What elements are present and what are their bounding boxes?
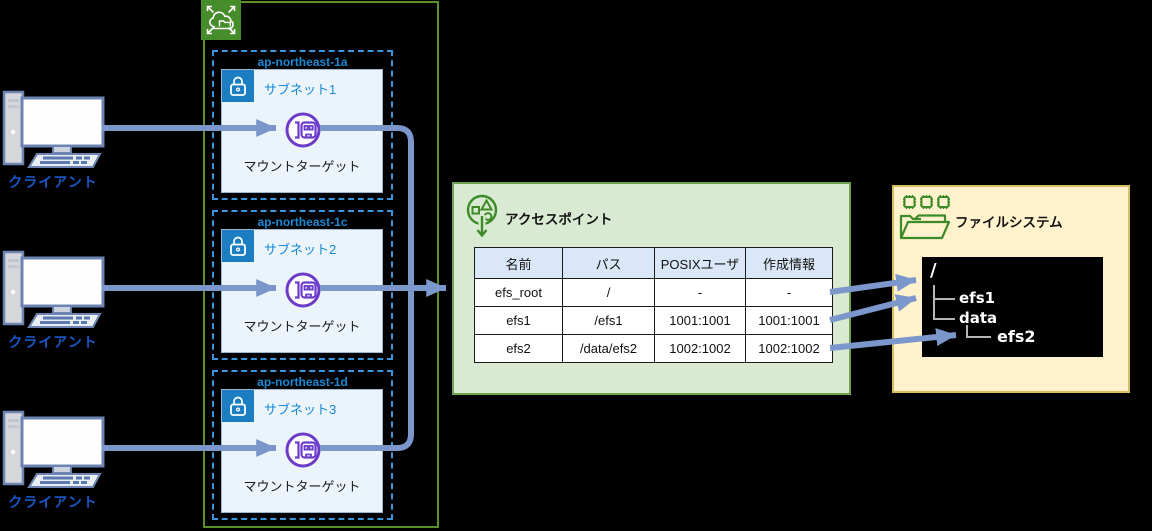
table-row-efs2: efs2 /data/efs2 1002:1002 1002:1002 — [474, 334, 833, 363]
az-label: ap-northeast-1a — [257, 55, 348, 69]
availability-zone-1d: ap-northeast-1d サブネット3 マウントターゲット — [212, 370, 393, 520]
table-cell: efs1 — [474, 306, 563, 335]
table-cell: /efs1 — [562, 306, 655, 335]
table-row-efs1: efs1 /efs1 1001:1001 1001:1001 — [474, 306, 833, 335]
table-row-efs-root: efs_root / - - — [474, 278, 833, 307]
subnet-1: サブネット1 マウントターゲット — [221, 69, 383, 193]
table-cell: efs2 — [474, 334, 563, 363]
availability-zone-1c: ap-northeast-1c サブネット2 マウントターゲット — [212, 210, 393, 360]
subnet-label: サブネット1 — [264, 82, 337, 97]
desktop-computer-icon — [2, 250, 105, 328]
file-system-title: ファイルシステム — [955, 215, 1063, 230]
tree-line — [966, 325, 968, 338]
table-cell: 1001:1001 — [745, 306, 833, 335]
access-point-box: アクセスポイント 名前 パス POSIXユーザ 作成情報 efs_root / … — [452, 182, 851, 395]
desktop-computer-icon — [2, 90, 105, 168]
mount-target-label: マウントターゲット — [243, 159, 361, 174]
desktop-computer-icon — [2, 410, 105, 488]
file-system-box: ファイルシステム / efs1 data efs2 — [892, 185, 1130, 393]
client-label: クライアント — [8, 174, 98, 190]
az-label: ap-northeast-1d — [257, 375, 348, 389]
availability-zone-1a: ap-northeast-1a サブネット1 マウントターゲット — [212, 50, 393, 200]
mount-target-icon — [285, 272, 321, 308]
mount-target-icon — [285, 112, 321, 148]
client-label: クライアント — [8, 334, 98, 350]
tree-line — [933, 298, 955, 300]
mount-target-label: マウントターゲット — [243, 479, 361, 494]
subnet-label: サブネット2 — [264, 242, 337, 257]
vpc-icon — [201, 0, 241, 40]
col-header-path: パス — [562, 247, 655, 279]
client-2: クライアント — [1, 250, 105, 350]
table-cell: - — [745, 278, 833, 307]
az-label: ap-northeast-1c — [257, 215, 348, 229]
tree-dir-data: data — [959, 309, 998, 327]
lock-icon — [222, 390, 254, 422]
col-header-name: 名前 — [474, 247, 563, 279]
file-system-icon — [899, 195, 951, 240]
col-header-creation-info: 作成情報 — [745, 247, 833, 279]
tree-root: / — [930, 260, 937, 281]
table-cell: /data/efs2 — [562, 334, 655, 363]
table-cell: 1001:1001 — [654, 306, 746, 335]
mount-target-icon — [285, 432, 321, 468]
table-cell: 1002:1002 — [745, 334, 833, 363]
access-point-table: 名前 パス POSIXユーザ 作成情報 efs_root / - - efs1 … — [474, 247, 833, 363]
client-label: クライアント — [8, 494, 98, 510]
directory-tree-terminal: / efs1 data efs2 — [922, 257, 1103, 357]
client-3: クライアント — [1, 410, 105, 510]
lock-icon — [222, 230, 254, 262]
mount-target-label: マウントターゲット — [243, 319, 361, 334]
table-cell: efs_root — [474, 278, 563, 307]
vpc-group-border — [203, 1, 439, 528]
lock-icon — [222, 70, 254, 102]
tree-line — [933, 285, 935, 320]
table-cell: / — [562, 278, 655, 307]
tree-line — [933, 318, 955, 320]
table-cell: 1002:1002 — [654, 334, 746, 363]
subnet-label: サブネット3 — [264, 402, 337, 417]
access-point-title: アクセスポイント — [505, 212, 613, 227]
col-header-posix-user: POSIXユーザ — [654, 247, 746, 279]
access-point-icon — [466, 194, 498, 238]
tree-dir-efs1: efs1 — [959, 289, 996, 307]
tree-line — [966, 336, 991, 338]
client-1: クライアント — [1, 90, 105, 190]
table-cell: - — [654, 278, 746, 307]
subnet-3: サブネット3 マウントターゲット — [221, 389, 383, 513]
tree-dir-efs2: efs2 — [997, 327, 1036, 346]
subnet-2: サブネット2 マウントターゲット — [221, 229, 383, 353]
